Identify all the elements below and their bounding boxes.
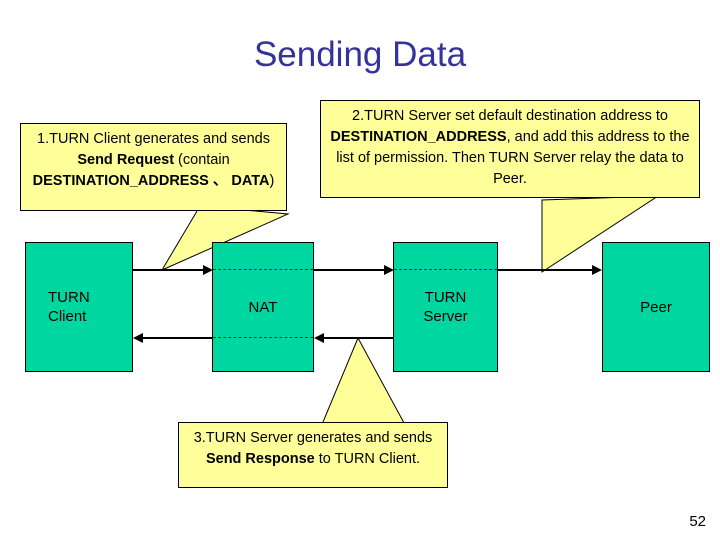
page-number: 52 <box>689 513 706 530</box>
connector-through-nat-out <box>213 269 313 270</box>
callout-step-3-seg2-bold: Send Response <box>205 451 315 467</box>
node-turn-client-label-line1: TURN <box>48 289 90 306</box>
node-nat[interactable]: NAT <box>212 242 314 372</box>
callout-step-1-seg3: (contain <box>174 152 230 168</box>
callout-step-2: 2.TURN Server set default destination ad… <box>320 100 700 198</box>
node-nat-label-line1: NAT <box>248 298 278 316</box>
node-peer[interactable]: Peer <box>602 242 710 372</box>
arrowhead-client-to-nat <box>203 265 213 275</box>
node-turn-server-label-line1: TURN <box>424 289 467 306</box>
callout-step-1-seg1: 1.TURN Client generates and sends <box>37 131 270 147</box>
connector-through-nat-back <box>213 337 313 338</box>
arrowhead-server-to-peer <box>592 265 602 275</box>
node-turn-client[interactable]: TURN Client <box>25 242 133 372</box>
connector-server-to-peer <box>498 269 596 271</box>
callout-step-3-seg1: 3.TURN Server generates and sends <box>193 430 433 446</box>
page-title: Sending Data <box>253 35 467 74</box>
node-peer-label-line1: Peer <box>640 298 672 316</box>
node-turn-server-label: TURN Server <box>394 288 497 326</box>
node-peer-label: Peer <box>603 298 709 317</box>
arrowhead-nat-to-client <box>133 333 143 343</box>
callout-step-1-seg2-bold: Send Request <box>77 152 175 168</box>
node-turn-server-label-line2: Server <box>423 308 468 325</box>
callout-step-1-seg5: ) <box>269 173 275 189</box>
node-nat-label: NAT <box>213 298 313 317</box>
connector-through-server-out <box>394 269 497 270</box>
connector-nat-to-client <box>143 337 213 339</box>
connector-nat-to-server <box>314 269 388 271</box>
callout-step-1-seg4-bold: DESTINATION_ADDRESS 、 DATA <box>32 173 270 189</box>
callout-step-2-seg2-bold: DESTINATION_ADDRESS <box>330 129 507 145</box>
node-turn-client-label: TURN Client <box>26 288 132 326</box>
callout-step-3: 3.TURN Server generates and sends Send R… <box>178 422 448 488</box>
callout-step-1: 1.TURN Client generates and sends Send R… <box>20 123 287 211</box>
connector-server-to-nat <box>324 337 394 339</box>
arrowhead-server-to-nat <box>314 333 324 343</box>
callout-tail-step-2 <box>480 190 660 280</box>
node-turn-server[interactable]: TURN Server <box>393 242 498 372</box>
arrowhead-nat-to-server <box>384 265 394 275</box>
node-turn-client-label-line2: Client <box>48 308 87 325</box>
callout-step-3-seg3: to TURN Client. <box>314 451 421 467</box>
connector-client-to-nat <box>133 269 209 271</box>
callout-step-2-seg1: 2.TURN Server set default destination ad… <box>352 108 668 124</box>
callout-step-2-seg3: , and add this address to the list of pe… <box>336 129 690 187</box>
